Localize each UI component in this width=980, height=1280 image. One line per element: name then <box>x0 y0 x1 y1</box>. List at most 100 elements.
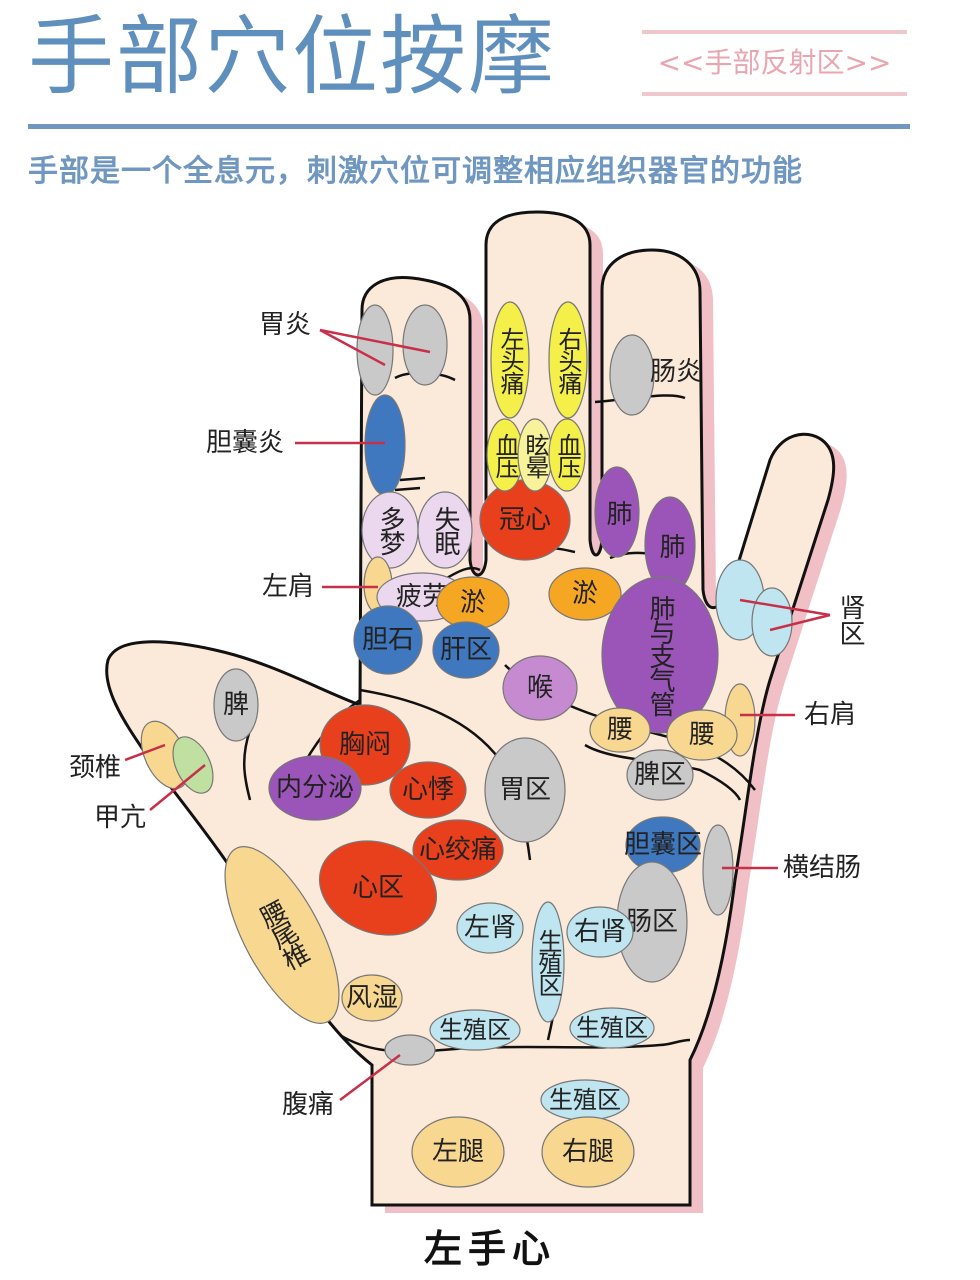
callout-line <box>149 764 206 811</box>
region-shape <box>702 824 734 916</box>
caption: 左手心 <box>423 1226 556 1271</box>
callout-line <box>739 598 831 617</box>
region-label: 眩晕 <box>521 433 549 478</box>
region-label: 风湿 <box>346 983 398 1013</box>
region-shape <box>402 304 448 386</box>
region-2 <box>364 394 406 496</box>
callout-line <box>319 328 386 367</box>
region-label: 右腿 <box>562 1137 614 1167</box>
region-label: 喉 <box>527 673 553 703</box>
region-shape <box>531 901 565 1023</box>
region-25: 腰 <box>589 707 651 753</box>
region-shape <box>751 587 793 657</box>
region-label: 胸闷 <box>339 730 391 760</box>
region-11: 喉 <box>502 655 578 721</box>
region-label: 淤 <box>572 579 598 609</box>
region-shape <box>548 567 622 621</box>
callout-line <box>769 613 831 632</box>
region-label: 腰 <box>607 715 633 745</box>
region-14: 右头痛 <box>548 301 588 419</box>
callout-9: 腹痛 <box>282 1054 401 1120</box>
region-shape <box>541 1116 635 1188</box>
region-shape <box>589 707 651 753</box>
region-label: 右头痛 <box>554 327 582 395</box>
region-shape <box>268 755 362 821</box>
region-shape <box>548 301 588 419</box>
region-shape <box>412 819 504 881</box>
crease-line <box>242 729 252 801</box>
crease-line <box>394 486 421 492</box>
region-shape <box>548 418 586 492</box>
region-label: 多梦 <box>375 506 405 556</box>
reflex-regions: 多梦失眠疲劳胆石淤淤肝区喉冠心左头痛右头痛血压眩晕血压肺肺肺与支气管腰腰脾胸闷内… <box>140 301 793 1188</box>
subtitle-badge: <<手部反射区>> <box>642 30 907 96</box>
region-20: 肺 <box>644 496 696 594</box>
region-label: 生殖区 <box>439 1016 511 1044</box>
region-49: 左腿 <box>411 1116 505 1188</box>
callout-1: 胆囊炎 <box>206 428 385 458</box>
region-17: 血压 <box>548 418 586 492</box>
callout-line <box>124 743 166 762</box>
region-shape <box>502 655 578 721</box>
region-10: 肝区 <box>432 621 500 679</box>
region-shape <box>601 576 719 734</box>
region-label: 胆石 <box>362 625 414 655</box>
callout-label: 右肩 <box>804 700 856 730</box>
callout-4: 肾区 <box>739 594 865 646</box>
region-shape <box>666 709 738 761</box>
region-label: 心区 <box>352 873 404 903</box>
region-label: 肠区 <box>626 907 678 937</box>
region-label: 胃区 <box>499 775 551 805</box>
region-29 <box>172 736 214 794</box>
region-label: 右肾 <box>574 917 626 947</box>
callout-label: 左肩 <box>262 572 314 602</box>
region-shape <box>356 304 394 396</box>
region-label: 心悸 <box>402 775 454 805</box>
region-shape <box>626 749 694 801</box>
tagline: 手部是一个全息元，刺激穴位可调整相应组织器官的功能 <box>28 154 803 189</box>
region-3: 多梦 <box>361 491 419 569</box>
region-16: 眩晕 <box>517 418 553 492</box>
region-shape <box>432 621 500 679</box>
region-label: 生殖区 <box>576 1014 648 1042</box>
region-label: 冠心 <box>499 505 551 535</box>
region-42: 生殖区 <box>531 901 565 1023</box>
region-label: 脾 <box>223 690 249 720</box>
region-19: 肺 <box>594 466 640 558</box>
region-label: 左腿 <box>432 1137 484 1167</box>
callout-label: 横结肠 <box>783 853 861 883</box>
region-shape <box>417 491 473 569</box>
region-shape <box>389 761 467 819</box>
region-label: 脾区 <box>634 760 686 790</box>
region-36: 脾区 <box>626 749 694 801</box>
region-label: 血压 <box>491 433 519 479</box>
region-shape <box>172 736 214 794</box>
region-shape <box>364 394 406 496</box>
region-44: 风湿 <box>341 974 403 1022</box>
callout-7: 甲亢 <box>94 764 206 833</box>
region-41: 右肾 <box>566 906 634 958</box>
region-7: 胆石 <box>353 605 423 675</box>
region-23 <box>751 587 793 657</box>
region-38 <box>702 824 734 916</box>
region-50: 右腿 <box>541 1116 635 1188</box>
region-9: 淤 <box>548 567 622 621</box>
crease-line <box>399 476 426 482</box>
callout-0: 胃炎 <box>259 310 431 367</box>
region-18 <box>609 334 655 416</box>
region-label: 血压 <box>553 433 581 479</box>
region-27: 脾 <box>213 668 259 742</box>
region-40: 左肾 <box>456 902 524 954</box>
region-label: 生殖区 <box>549 1086 621 1114</box>
region-35: 胃区 <box>484 737 566 843</box>
region-43: 腰尾椎 <box>224 846 340 1024</box>
region-label: 左肾 <box>464 913 516 943</box>
region-label: 左头痛 <box>496 327 524 395</box>
region-shape <box>318 840 438 936</box>
region-1 <box>402 304 448 386</box>
region-label: 肝区 <box>440 635 492 665</box>
subtitle-badge-text: <<手部反射区>> <box>657 46 892 79</box>
callout-2: 左肩 <box>262 572 378 602</box>
